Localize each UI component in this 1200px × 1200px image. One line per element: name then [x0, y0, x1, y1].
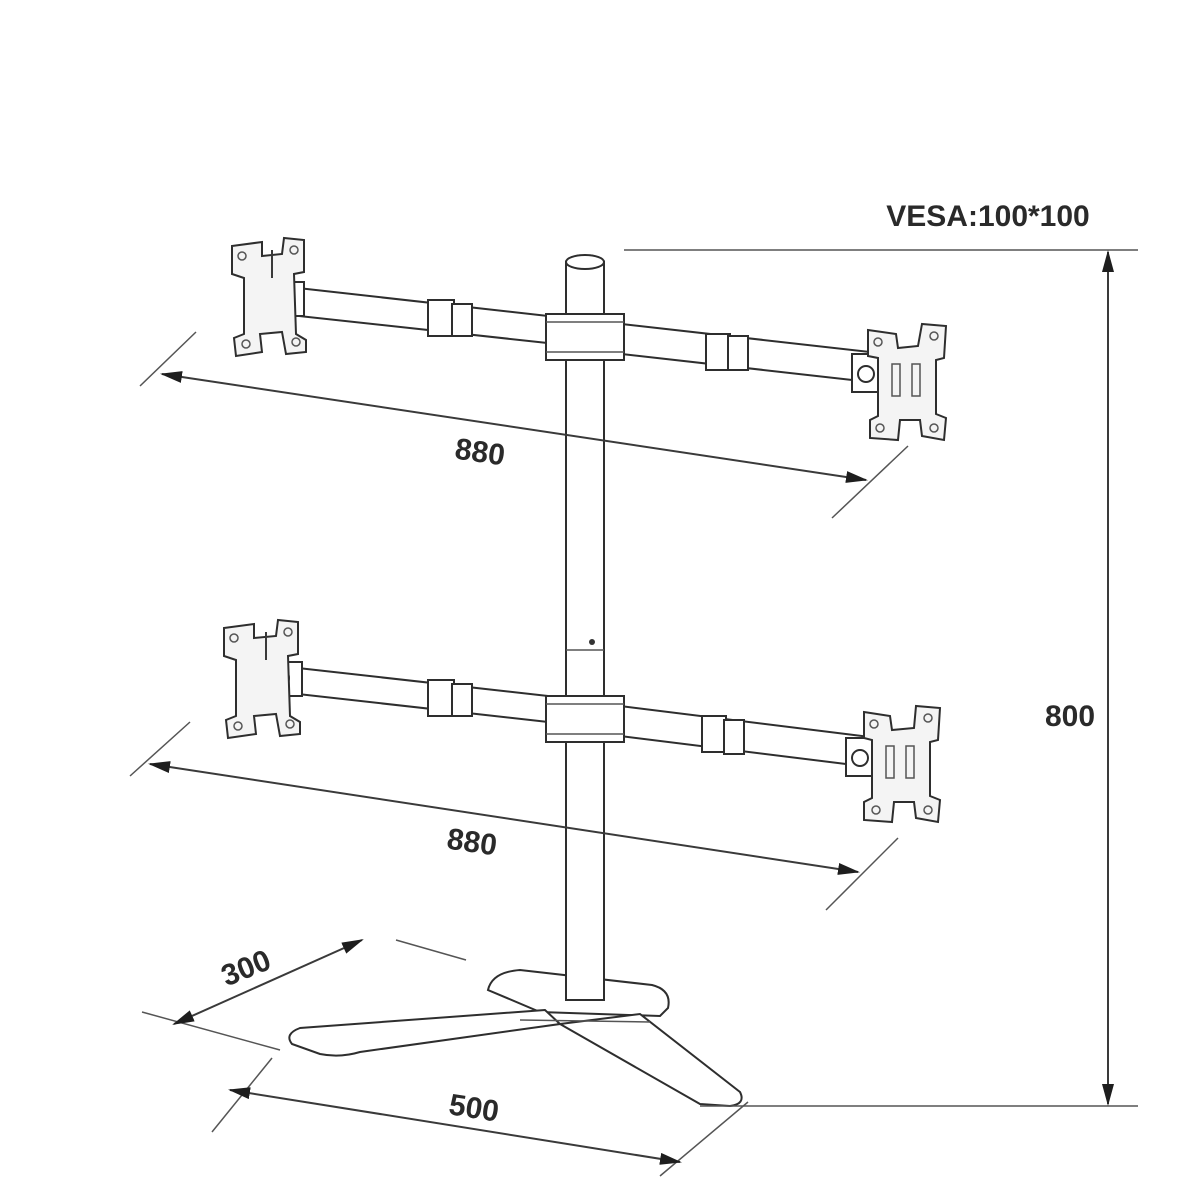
dimension-label-upper-width: 880 [453, 433, 507, 473]
dimension-label-base-depth: 300 [217, 944, 276, 993]
vesa-plate-upper-right [867, 322, 948, 442]
stand-pole [565, 254, 605, 1001]
vesa-plate-upper-left [231, 236, 307, 358]
vesa-spec-label: VESA:100*100 [886, 200, 1089, 233]
dimension-base-width: 500 [211, 1057, 749, 1177]
dimension-lower-width: 880 [129, 721, 899, 911]
dimension-upper-width: 880 [139, 331, 909, 519]
dimension-label-height: 800 [1045, 700, 1095, 733]
lower-monitor-arm [259, 661, 877, 777]
vesa-plate-lower-left [223, 618, 301, 740]
vesa-plate-lower-right [863, 704, 942, 824]
stand-base [288, 968, 743, 1108]
dimension-label-base-width: 500 [447, 1088, 502, 1128]
dimension-height: 800 [624, 249, 1138, 1107]
dimension-label-lower-width: 880 [445, 823, 499, 863]
